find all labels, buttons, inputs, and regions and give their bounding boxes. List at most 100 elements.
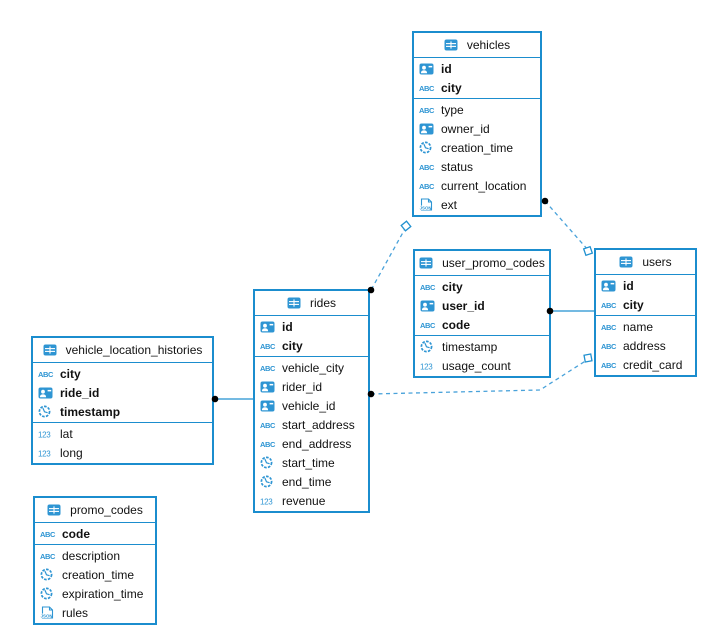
column-row[interactable]: id [255, 317, 368, 336]
id-icon [38, 387, 56, 399]
table-icon [619, 256, 637, 268]
time-icon [419, 141, 437, 154]
column-name: end_time [282, 474, 332, 489]
column-row[interactable]: end_time [255, 472, 368, 491]
id-icon [601, 280, 619, 292]
column-row[interactable]: ABC current_location [414, 176, 540, 195]
table-icon [419, 257, 437, 269]
column-row[interactable]: timestamp [33, 402, 212, 421]
column-name: code [442, 317, 471, 332]
column-row[interactable]: owner_id [414, 119, 540, 138]
column-row[interactable]: ABC credit_card [596, 355, 695, 374]
column-row[interactable]: start_time [255, 453, 368, 472]
table-header[interactable]: vehicle_location_histories [33, 338, 212, 363]
column-name: city [441, 80, 462, 95]
relation-square-marker [400, 220, 412, 232]
column-name: city [60, 366, 81, 381]
column-row[interactable]: JSON ext [414, 195, 540, 214]
svg-text:ABC: ABC [40, 530, 56, 539]
column-row[interactable]: ride_id [33, 383, 212, 402]
column-row[interactable]: creation_time [35, 565, 155, 584]
svg-text:ABC: ABC [260, 440, 276, 449]
id-icon [419, 63, 437, 75]
time-icon [38, 405, 56, 418]
table-title: vehicles [466, 38, 511, 52]
text-icon: ABC [420, 320, 438, 330]
column-row[interactable]: id [596, 276, 695, 295]
column-name: vehicle_id [282, 398, 336, 413]
text-icon: ABC [38, 369, 56, 379]
column-row[interactable]: ABC city [33, 364, 212, 383]
table-title: vehicle_location_histories [65, 343, 203, 357]
text-icon: ABC [419, 105, 437, 115]
column-name: current_location [441, 178, 527, 193]
relation-square-marker [583, 353, 593, 363]
json-icon: JSON [40, 606, 58, 619]
svg-text:123: 123 [38, 430, 51, 439]
column-name: usage_count [442, 358, 511, 373]
time-icon [260, 456, 278, 469]
table-title: user_promo_codes [442, 256, 545, 270]
table-header[interactable]: users [596, 250, 695, 275]
table-icon [287, 297, 305, 309]
column-name: rider_id [282, 379, 323, 394]
svg-text:JSON: JSON [420, 205, 432, 210]
column-row[interactable]: vehicle_id [255, 396, 368, 415]
table-header[interactable]: user_promo_codes [415, 251, 549, 276]
column-name: start_time [282, 455, 335, 470]
id-icon [420, 300, 438, 312]
table-header[interactable]: rides [255, 291, 368, 316]
column-row[interactable]: id [414, 59, 540, 78]
column-name: timestamp [60, 404, 121, 419]
column-name: credit_card [623, 357, 683, 372]
column-row[interactable]: rider_id [255, 377, 368, 396]
column-name: ext [441, 197, 458, 212]
text-icon: ABC [420, 282, 438, 292]
column-name: creation_time [441, 140, 514, 155]
table-icon [444, 39, 462, 51]
column-name: id [282, 319, 293, 334]
table-header[interactable]: vehicles [414, 33, 540, 58]
table-header[interactable]: promo_codes [35, 498, 155, 523]
svg-text:ABC: ABC [601, 361, 617, 370]
column-row[interactable]: user_id [415, 296, 549, 315]
text-icon: ABC [419, 162, 437, 172]
column-row[interactable]: ABC code [415, 315, 549, 334]
column-row[interactable]: creation_time [414, 138, 540, 157]
column-row[interactable]: expiration_time [35, 584, 155, 603]
id-icon [260, 381, 278, 393]
text-icon: ABC [260, 341, 278, 351]
column-name: timestamp [442, 339, 498, 354]
svg-text:ABC: ABC [419, 182, 435, 191]
column-name: revenue [282, 493, 326, 508]
column-row[interactable]: timestamp [415, 337, 549, 356]
